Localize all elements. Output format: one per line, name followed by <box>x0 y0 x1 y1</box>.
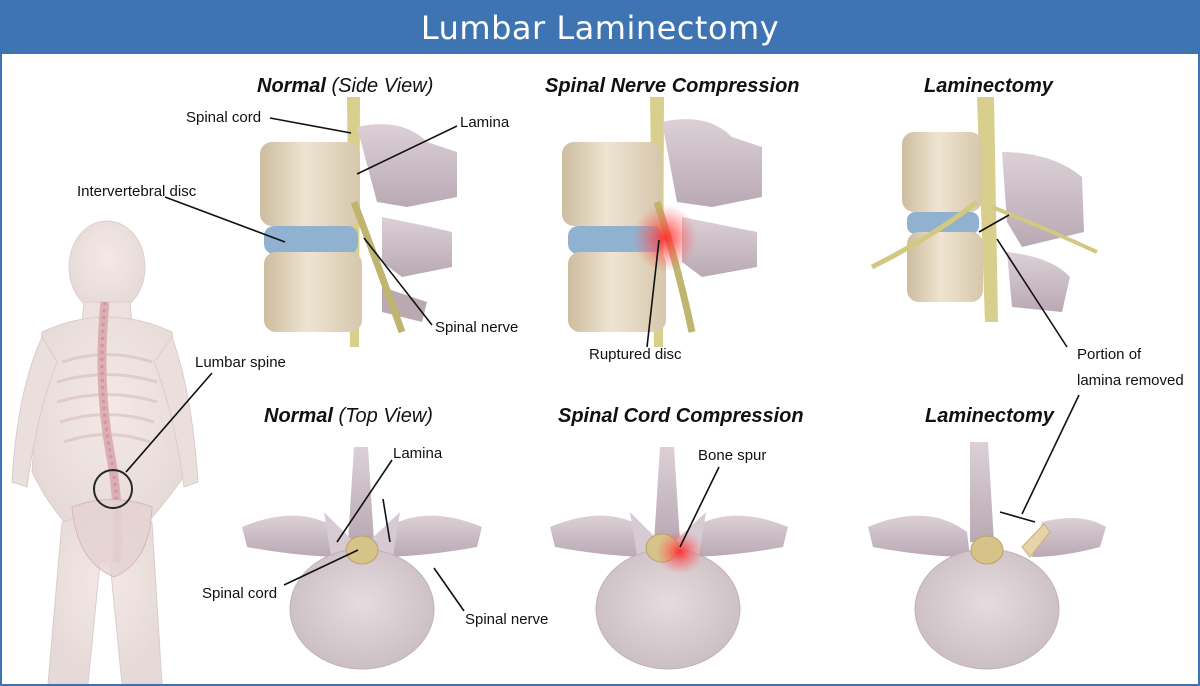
label-portion-line2: lamina removed <box>1077 372 1184 389</box>
normal-top-view-illustration <box>242 447 482 670</box>
label-lumbar-spine: Lumbar spine <box>195 354 286 371</box>
heading-normal-side-main: Normal <box>257 75 326 97</box>
title-bar: Lumbar Laminectomy <box>2 2 1198 54</box>
inflammation-glow <box>633 204 697 272</box>
label-ruptured-disc: Ruptured disc <box>589 346 682 363</box>
heading-normal-side-sub: (Side View) <box>331 75 434 97</box>
lumbar-spine-circle <box>93 469 133 509</box>
heading-normal-side: Normal (Side View) <box>257 75 433 98</box>
heading-normal-top-sub: (Top View) <box>338 405 433 427</box>
leader-lines <box>125 117 1080 612</box>
normal-side-view-illustration <box>260 97 457 347</box>
heading-laminectomy-top-row: Laminectomy <box>924 75 1053 97</box>
heading-laminectomy-bottom-row: Laminectomy <box>925 405 1054 427</box>
label-portion-line1: Portion of <box>1077 346 1142 363</box>
heading-normal-top-main: Normal <box>264 405 333 427</box>
heading-nerve-compression: Spinal Nerve Compression <box>545 75 800 97</box>
heading-normal-top: Normal (Top View) <box>264 405 433 428</box>
label-spinal-cord-side: Spinal cord <box>186 109 262 126</box>
label-lamina-top: Lamina <box>393 445 443 462</box>
label-spinal-nerve-side: Spinal nerve <box>435 319 519 336</box>
label-spinal-nerve-top: Spinal nerve <box>465 611 549 628</box>
human-figure <box>11 220 199 684</box>
heading-cord-compression: Spinal Cord Compression <box>558 405 804 427</box>
nerve-compression-illustration <box>562 97 762 347</box>
label-bone-spur: Bone spur <box>698 447 767 464</box>
cord-compression-illustration <box>550 447 788 670</box>
label-intervertebral-disc: Intervertebral disc <box>77 183 197 200</box>
page-title: Lumbar Laminectomy <box>420 9 780 47</box>
label-lamina-side: Lamina <box>460 114 510 131</box>
laminectomy-top-illustration <box>868 442 1106 670</box>
label-spinal-cord-top: Spinal cord <box>202 585 278 602</box>
laminectomy-side-illustration <box>870 97 1098 322</box>
